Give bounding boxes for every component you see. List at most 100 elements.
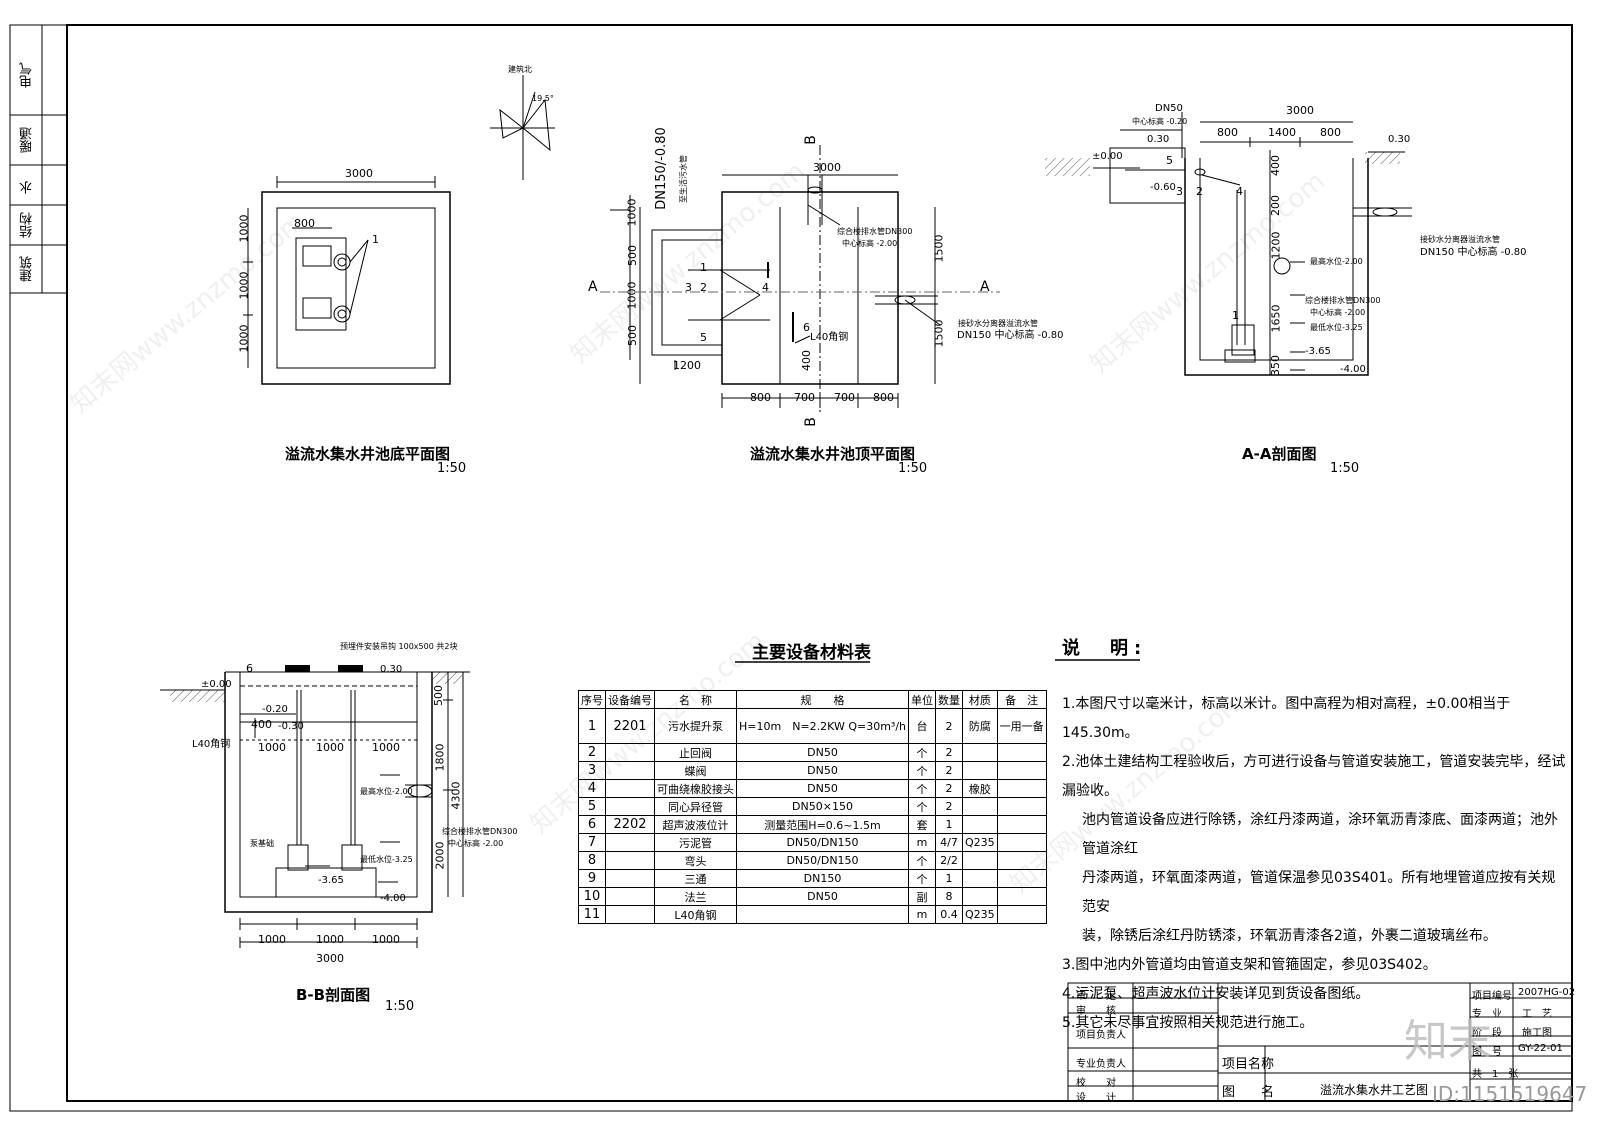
aa-top-dim-2: 800 <box>1320 126 1341 139</box>
table-cell: 2201 <box>605 708 655 744</box>
table-cell: 2/2 <box>935 851 964 870</box>
table-cell: 污水提升泵 <box>654 708 737 744</box>
compass-label: 建筑北 <box>508 65 532 74</box>
table-cell: 污泥管 <box>654 833 737 852</box>
table-cell: 测量范围H=0.6~1.5m <box>735 815 910 834</box>
table-cell <box>605 851 655 870</box>
plan-top-in-pipe-label: 综合楼排水管DN300 <box>837 227 913 236</box>
compass-angle: 19.5° <box>532 94 554 103</box>
plan-bottom-d3: 1000 <box>237 324 251 353</box>
table-cell: 止回阀 <box>654 743 737 762</box>
note-item: 4.污泥泵、超声波水位计安装详见到货设备图纸。 <box>1062 986 1370 1002</box>
table-cell: Q235 <box>962 905 998 924</box>
bb-low-water: 最低水位-3.25 <box>360 855 413 864</box>
table-cell: 超声波液位计 <box>654 815 737 834</box>
plan-top-bottom-dim-1: 700 <box>794 391 815 404</box>
bb-in-pipe: 综合楼排水管DN300 <box>442 827 518 836</box>
table-cell: 个 <box>908 761 937 780</box>
tb-drawing-name: 溢流水集水井工艺图 <box>1320 1083 1429 1097</box>
notes-list: 1.本图尺寸以毫米计，标高以米计。图中高程为相对高程，±0.00相当于145.3… <box>1062 690 1567 1038</box>
table-cell: m <box>908 905 937 924</box>
plan-top-in-pipe-elev: 中心标高 -2.00 <box>842 239 898 248</box>
plan-top-out-pipe-label: 接砂水分离器溢流水管 <box>958 319 1038 328</box>
section-aa-drawing <box>1093 112 1412 376</box>
bb-width: 3000 <box>316 952 344 965</box>
sidebar-label-water: 水 <box>20 181 35 194</box>
table-cell: 个 <box>908 779 937 798</box>
table-cell: 7 <box>578 833 606 852</box>
bb-high-water: 最高水位-2.00 <box>360 787 413 796</box>
bb-angle: L40角钢 <box>192 739 231 750</box>
table-cell: DN50 <box>735 761 910 780</box>
aa-top-dim-0: 800 <box>1217 126 1238 139</box>
plan-top-bottom-dim-0: 800 <box>750 391 771 404</box>
bb-v365: -3.65 <box>318 875 344 886</box>
sidebar-label-electric: 电气 <box>20 62 35 88</box>
note-item: 5.其它未尽事宜按照相关规范进行施工。 <box>1062 1015 1314 1031</box>
tb-project-name-label: 项目名称 <box>1222 1057 1275 1072</box>
bb-dim400: 400 <box>251 718 272 731</box>
plan-bottom-offset: 800 <box>294 217 315 230</box>
plan-top-right-dim-1: 1500 <box>932 319 946 348</box>
bb-top-dim-0: 1000 <box>258 741 286 754</box>
tb-left-label: 专业负责人 <box>1076 1059 1126 1070</box>
table-cell: 同心异径管 <box>654 797 737 816</box>
table-cell: 2 <box>935 779 964 798</box>
table-cell: 11 <box>578 905 606 924</box>
sheet-border-inner <box>66 24 1573 1102</box>
plan-top-dim-1200: 1200 <box>673 359 701 372</box>
sidebar-box <box>9 24 68 294</box>
tb-right-value: 工 艺 <box>1522 1009 1552 1020</box>
tb-left-label: 校 对 <box>1076 1078 1116 1089</box>
aa-v030a: 0.30 <box>1147 134 1170 145</box>
plan-top-tag-2: 2 <box>700 281 707 294</box>
table-cell: 个 <box>908 869 937 888</box>
table-cell <box>996 761 1047 780</box>
table-cell: 1 <box>935 815 964 834</box>
plan-bottom-title: 溢流水集水井池底平面图 <box>285 445 451 463</box>
table-cell <box>996 905 1047 924</box>
bb-tag: 6 <box>246 662 253 675</box>
plan-top-tag-1: 1 <box>700 261 707 274</box>
equipment-table-title: 主要设备材料表 <box>752 643 871 663</box>
col-header: 单位 <box>908 690 937 709</box>
tb-left-label: 设 计 <box>1076 1093 1116 1104</box>
section-aa-soil-right <box>1365 152 1400 164</box>
tb-drawing-name-label: 图 名 <box>1222 1085 1275 1100</box>
aa-top-dim-1: 1400 <box>1268 126 1296 139</box>
note-item: 丹漆两道，环氧面漆两道，管道保温参见03S401。所有地埋管道应按有关规范安 <box>1082 870 1556 915</box>
sidebar-label-structure: 结构 <box>20 212 35 238</box>
table-cell: 个 <box>908 797 937 816</box>
table-cell: DN50 <box>735 743 910 762</box>
bb-v030: 0.30 <box>380 664 403 675</box>
col-header: 名 称 <box>654 690 737 709</box>
plan-top-left-dim-1: 500 <box>626 245 639 266</box>
notes-title: 说 明: <box>1062 638 1148 659</box>
bb-hatch-note: 预埋件安装吊钩 100x500 共2块 <box>340 642 458 651</box>
table-cell: m <box>908 833 937 852</box>
plan-top-section-b-bottom: B <box>802 417 819 427</box>
table-cell: 2 <box>935 743 964 762</box>
table-cell <box>996 779 1047 798</box>
plan-top-pipe-top: DN150/-0.80 <box>653 127 669 210</box>
bb-in-pipe-elev: 中心标高 -2.00 <box>448 839 504 848</box>
table-cell: 6 <box>578 815 606 834</box>
table-cell <box>962 887 998 906</box>
plan-top-angle: L40角钢 <box>810 332 849 343</box>
aa-tag-3: 3 <box>1176 185 1183 198</box>
table-cell <box>962 869 998 888</box>
table-cell: DN50×150 <box>735 797 910 816</box>
table-cell: 2 <box>935 708 964 744</box>
tb-left-label: 审 定 <box>1076 991 1116 1002</box>
tb-left-label: 审 核 <box>1076 1006 1116 1017</box>
note-item: 池内管道设备应进行除锈，涂红丹漆两道，涂环氧沥青漆底、面漆两道；池外管道涂红 <box>1082 812 1558 857</box>
plan-top-title: 溢流水集水井池顶平面图 <box>750 445 916 463</box>
aa-tag-5: 5 <box>1166 154 1173 167</box>
aa-v365: -3.65 <box>1305 346 1331 357</box>
plan-bottom-drawing <box>243 176 451 385</box>
